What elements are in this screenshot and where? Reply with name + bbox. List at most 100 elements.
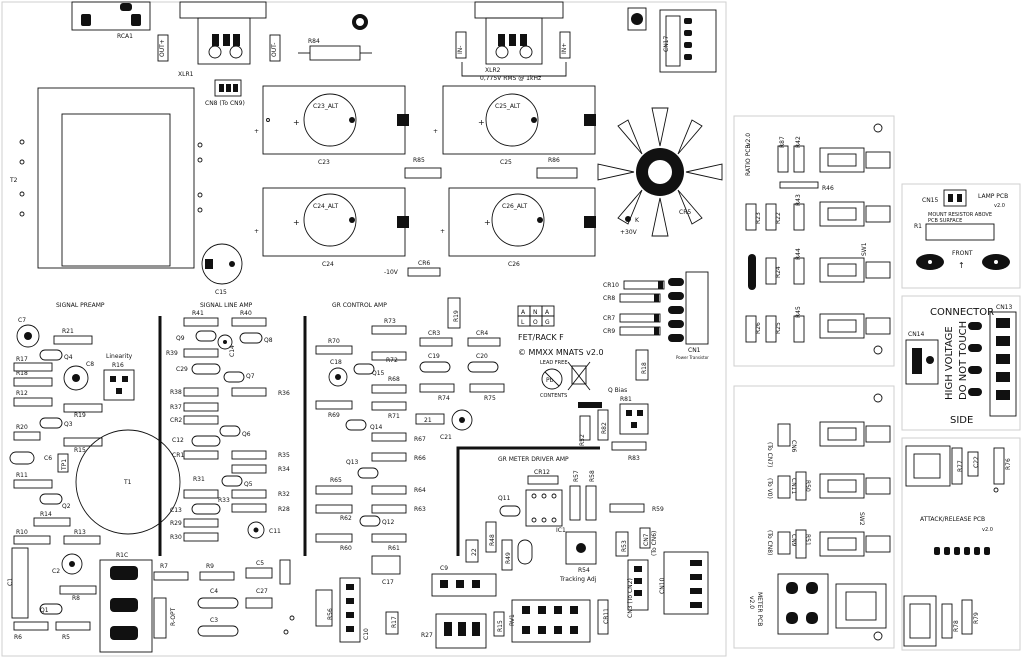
svg-text:R13: R13 (74, 529, 86, 536)
svg-text:R39: R39 (166, 350, 178, 357)
svg-text:Q1: Q1 (40, 607, 49, 614)
svg-text:R-OPT: R-OPT (170, 607, 177, 626)
c23-label: C23 (318, 159, 330, 166)
svg-text:CR2: CR2 (170, 417, 182, 424)
svg-text:C4: C4 (210, 588, 218, 595)
svg-text:R66: R66 (414, 455, 426, 462)
svg-text:R6: R6 (14, 634, 22, 641)
svg-text:Q8: Q8 (264, 337, 273, 344)
svg-text:R12: R12 (16, 390, 28, 397)
svg-text:R67: R67 (414, 436, 426, 443)
gr-meter-driver-components: CR12 IC1 Q11 R57 R58 R59 R48 22 R49 R54 … (421, 469, 709, 649)
title-block: A N A L O G FET/RACK F © MMXX MNATS v2.0… (517, 305, 604, 399)
svg-text:R71: R71 (388, 413, 400, 420)
diode-bus: CR10 CR8 CR7 CR9 CN1 Power Transistor (603, 271, 709, 360)
svg-text:C12: C12 (172, 437, 184, 444)
c25-label: C25 (500, 159, 512, 166)
svg-text:C21: C21 (440, 434, 452, 441)
svg-text:R26: R26 (755, 322, 762, 334)
svg-text:R75: R75 (484, 395, 496, 402)
svg-text:C10: C10 (363, 628, 370, 640)
r84-label: R84 (308, 38, 320, 45)
svg-text:R79: R79 (973, 612, 980, 624)
svg-text:R22: R22 (775, 212, 782, 224)
svg-text:C19: C19 (428, 353, 440, 360)
c24-label: C24 (322, 261, 334, 268)
svg-text:R35: R35 (278, 452, 290, 459)
r86-resistor: R86 (536, 157, 578, 179)
svg-text:CONTENTS: CONTENTS (540, 393, 567, 399)
svg-text:CR11: CR11 (603, 608, 610, 624)
rca1-label: RCA1 (117, 33, 133, 40)
cap-c26: + + C26_ALT C26 (440, 187, 596, 268)
svg-text:R40: R40 (240, 310, 252, 317)
ratio-switch-row (819, 147, 891, 339)
svg-text:C29: C29 (176, 366, 188, 373)
svg-text:CN14: CN14 (908, 331, 924, 338)
svg-text:R10: R10 (16, 529, 28, 536)
cn1-label: CN1 (688, 347, 701, 354)
svg-text:R81: R81 (620, 396, 632, 403)
svg-text:R57: R57 (573, 470, 580, 482)
cn8-connector: CN8 (To CN9) (205, 79, 245, 107)
svg-text:+: + (293, 118, 300, 127)
svg-text:CR4: CR4 (476, 330, 488, 337)
svg-text:R82: R82 (601, 422, 608, 434)
t2-label: T2 (9, 177, 18, 184)
svg-text:Q7: Q7 (246, 373, 255, 380)
svg-text:R63: R63 (414, 506, 426, 513)
svg-text:RATIO PCB: RATIO PCB (745, 144, 752, 176)
cn8-label: CN8 (To CN9) (205, 100, 245, 107)
svg-text:Power Transistor: Power Transistor (676, 355, 709, 360)
meter-pcb: (To CN7) CN6 (To V0) CN11 R50 (To CN8) C… (733, 385, 895, 649)
svg-text:R8: R8 (72, 595, 80, 602)
svg-text:C5: C5 (256, 560, 264, 567)
svg-text:R49: R49 (505, 552, 512, 564)
svg-text:CN10: CN10 (659, 578, 666, 594)
svg-text:C6: C6 (44, 455, 52, 462)
svg-text:R15: R15 (497, 620, 504, 632)
main-pcb: RCA1 OUT+ OUT- XLR1 R84 (1, 1, 727, 657)
svg-text:R28: R28 (278, 506, 290, 513)
svg-text:+30V: +30V (620, 229, 638, 236)
svg-text:R83: R83 (628, 455, 640, 462)
svg-text:Q14: Q14 (370, 424, 383, 431)
section-signal-preamp: SIGNAL PREAMP (56, 302, 105, 309)
svg-text:R29: R29 (170, 520, 182, 527)
rca1-connector: RCA1 (71, 1, 151, 40)
svg-text:CR10: CR10 (603, 282, 619, 289)
svg-text:R41: R41 (192, 310, 204, 317)
svg-text:CN9: CN9 (790, 534, 797, 547)
svg-text:R18: R18 (641, 362, 648, 374)
xlr1-out-minus: OUT- (271, 43, 278, 57)
svg-text:A: A (545, 309, 550, 316)
svg-text:C17: C17 (382, 579, 394, 586)
svg-text:R17: R17 (16, 356, 28, 363)
svg-text:R30: R30 (170, 534, 182, 541)
ratio-pcb: RATIO PCB v2.0 SW1 R87 R42 R46 R23 R22 R… (733, 115, 895, 367)
heatsink-cr5: CR5 K +30V (597, 107, 723, 237)
svg-text:R19: R19 (74, 412, 86, 419)
svg-text:R9: R9 (206, 563, 214, 570)
svg-text:R72: R72 (386, 357, 398, 364)
svg-text:(To CN6): (To CN6) (651, 531, 658, 556)
svg-text:R1: R1 (914, 223, 922, 230)
svg-text:Q9: Q9 (176, 335, 185, 342)
svg-text:PCB SURFACE: PCB SURFACE (928, 218, 962, 224)
svg-text:R85: R85 (413, 157, 425, 164)
svg-text:v2.0: v2.0 (748, 596, 755, 609)
svg-text:R62: R62 (340, 515, 352, 522)
cap-c15: C15 (201, 243, 243, 296)
section-divider (456, 446, 600, 556)
svg-text:R51: R51 (804, 534, 811, 546)
section-gr-control-amp: GR CONTROL AMP (332, 302, 387, 309)
svg-text:Q6: Q6 (242, 431, 251, 438)
svg-text:C7: C7 (18, 317, 26, 324)
svg-text:L: L (521, 319, 525, 326)
svg-text:G: G (545, 319, 550, 326)
svg-text:CR8: CR8 (603, 295, 615, 302)
xlr2-label: XLR2 (485, 67, 501, 74)
svg-text:CONNECTOR: CONNECTOR (930, 307, 994, 318)
svg-text:v2.0: v2.0 (745, 133, 752, 146)
svg-text:v2.0: v2.0 (994, 203, 1005, 209)
